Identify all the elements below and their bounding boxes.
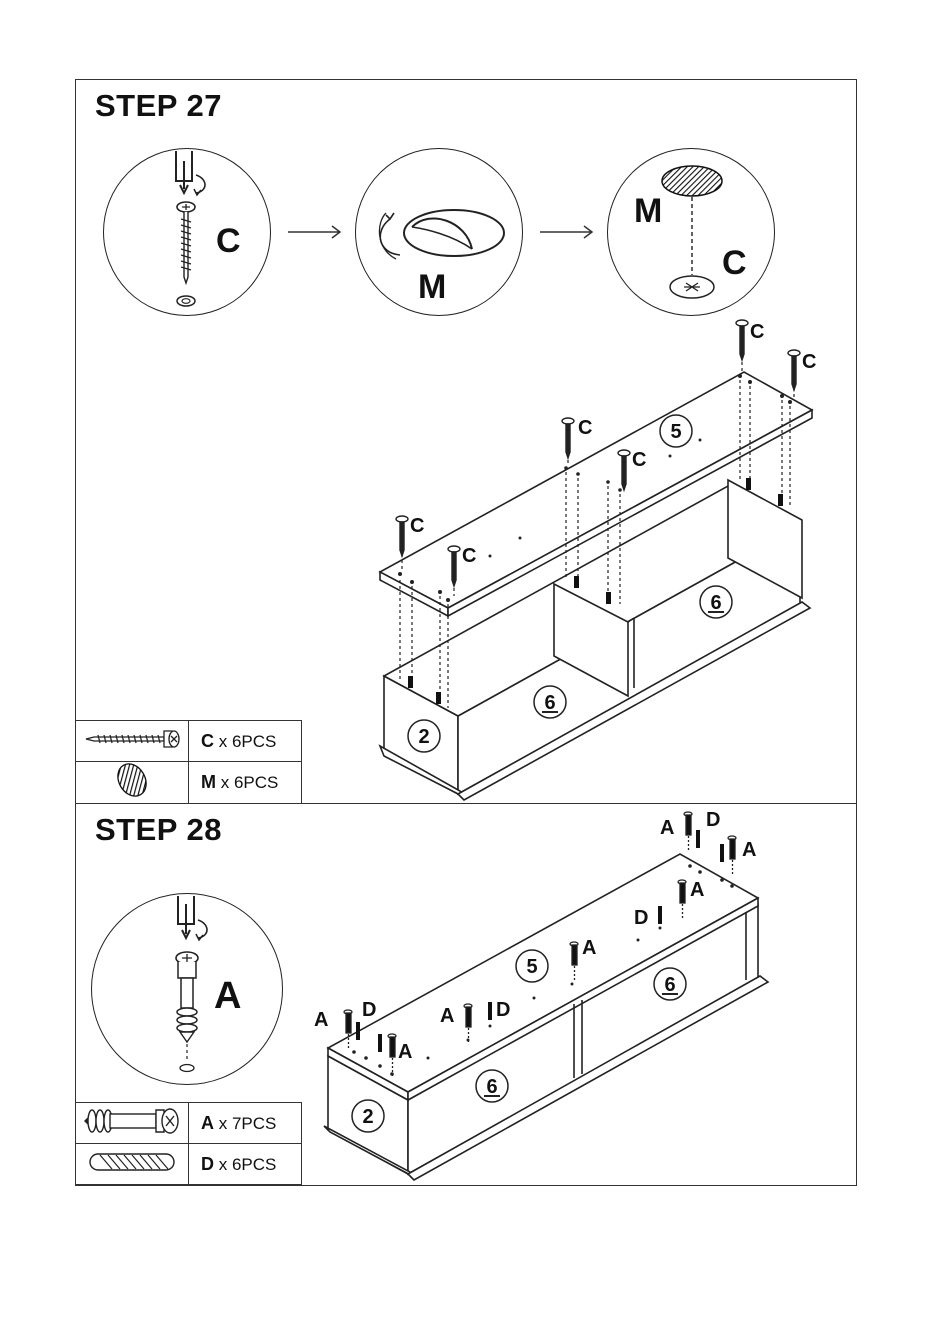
parts-row: M x 6PCS: [76, 762, 302, 804]
dowel-label-d: D: [362, 999, 376, 1021]
parts-row: C x 6PCS: [76, 721, 302, 762]
screw-label-c: C: [410, 515, 424, 537]
step28-title: STEP 28: [95, 812, 222, 848]
circle3-label-top: M: [634, 192, 662, 231]
screw-label-c: C: [632, 449, 646, 471]
step27-detail-screw-circle: [103, 148, 271, 316]
part-code: C: [201, 731, 214, 751]
dowel-label-d: D: [634, 907, 648, 929]
screw-detail-icon: [104, 149, 272, 317]
arrow-right-icon: [538, 222, 598, 242]
part-qty: x 7PCS: [219, 1114, 277, 1133]
cover-cap-icon: [76, 762, 189, 804]
step27-parts-table: C x 6PCS M x 6PCS: [75, 720, 302, 804]
panel-label-2: 2: [362, 1106, 373, 1128]
panel-label-5: 5: [526, 956, 537, 978]
step28-detail-bolt-circle: [91, 893, 283, 1085]
part-qty: x 6PCS: [219, 732, 277, 751]
bolt-label-a: A: [398, 1041, 412, 1063]
part-qty: x 6PCS: [219, 1155, 277, 1174]
step27-detail-cap-on-screw-circle: [607, 148, 775, 316]
parts-row: A x 7PCS: [76, 1103, 302, 1144]
step28-assembly-diagram: A D A A D A D A A D A 5 2 6 6: [310, 808, 770, 1183]
panel-label-2: 2: [418, 726, 429, 748]
step27-assembly-diagram: C C C C C C 5 2 6 6: [370, 316, 830, 801]
screw-label-c: C: [462, 545, 476, 567]
bolt-label-a: A: [582, 937, 596, 959]
parts-row: D x 6PCS: [76, 1144, 302, 1185]
panel-label-6: 6: [664, 974, 675, 996]
screw-icon: [76, 721, 189, 762]
step27-title: STEP 27: [95, 88, 222, 124]
screw-label-c: C: [802, 351, 816, 373]
circle3-label-bottom: C: [722, 244, 747, 283]
panel-label-6: 6: [710, 592, 721, 614]
part-code: D: [201, 1154, 214, 1174]
dowel-icon: [76, 1144, 189, 1185]
bolt-label-a: A: [660, 817, 674, 839]
cam-bolt-icon: [76, 1103, 189, 1144]
bolt-label-a: A: [314, 1009, 328, 1031]
panel-label-6: 6: [544, 692, 555, 714]
step28-parts-table: A x 7PCS D x 6PCS: [75, 1102, 302, 1185]
dowel-label-d: D: [496, 999, 510, 1021]
panel-label-6: 6: [486, 1076, 497, 1098]
part-code: A: [201, 1113, 214, 1133]
screw-label-c: C: [578, 417, 592, 439]
part-code: M: [201, 772, 216, 792]
dowel-label-d: D: [706, 809, 720, 831]
panel-label-5: 5: [670, 421, 681, 443]
bolt-label-a: A: [440, 1005, 454, 1027]
circle-label-a: A: [214, 975, 241, 1018]
circle2-label: M: [418, 268, 446, 307]
cam-bolt-detail-icon: [92, 894, 284, 1086]
circle1-label: C: [216, 222, 241, 261]
bolt-label-a: A: [742, 839, 756, 861]
cap-placement-icon: [608, 149, 776, 317]
part-qty: x 6PCS: [221, 773, 279, 792]
arrow-right-icon: [286, 222, 346, 242]
bolt-label-a: A: [690, 879, 704, 901]
screw-label-c: C: [750, 321, 764, 343]
